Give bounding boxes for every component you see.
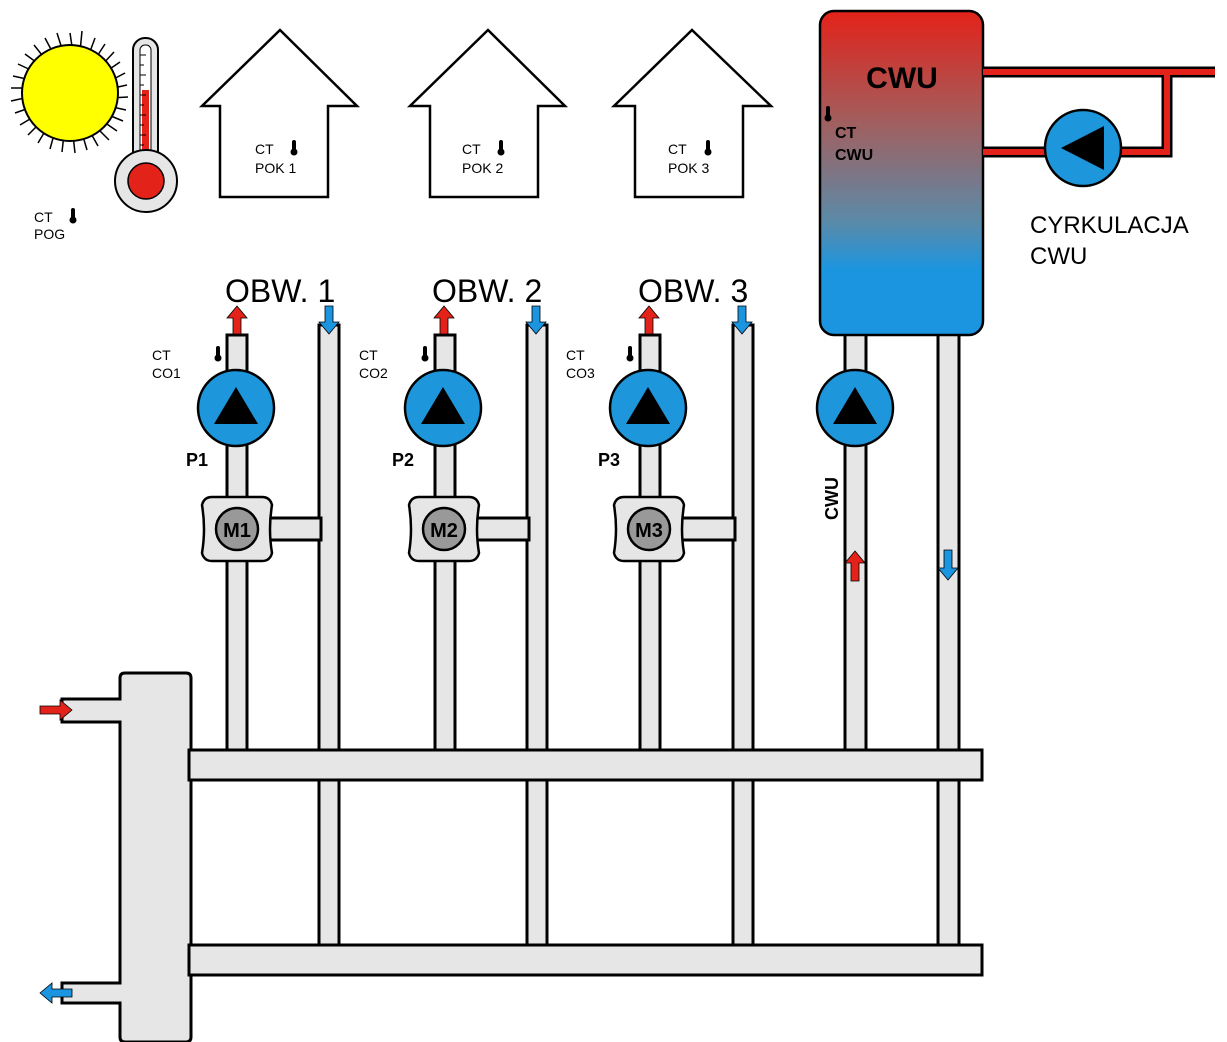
pump-p2: P2 (392, 368, 483, 470)
hydraulic-separator (60, 671, 193, 1042)
mixer-m3: M3 (612, 495, 686, 563)
svg-text:CWU: CWU (835, 147, 873, 164)
circuit-3-title: OBW. 3 (638, 273, 748, 309)
svg-text:M2: M2 (430, 520, 458, 542)
return-arrow-down-icon (731, 305, 753, 335)
thermometer-icon (114, 37, 178, 213)
supply-arrow-up-icon (433, 305, 455, 335)
house-1: CT POK 1 (198, 28, 361, 199)
svg-text:POK 1: POK 1 (255, 160, 296, 176)
svg-text:CT: CT (255, 141, 274, 157)
mixer-m1: M1 (200, 495, 274, 563)
flow-arrows (39, 305, 959, 1004)
supply-header (187, 748, 984, 782)
circuit-2-title: OBW. 2 (432, 273, 542, 309)
svg-text:POK 2: POK 2 (462, 160, 503, 176)
mixer-m2: M2 (407, 495, 481, 563)
pump-p3: P3 (598, 368, 688, 470)
sensor-icon (421, 346, 429, 362)
house-2: CT POK 2 (406, 28, 569, 199)
tank-title: CWU (866, 62, 938, 95)
outdoor-sensor-label: CT POG (34, 208, 77, 242)
circulation-loop: CYRKULACJA CWU (983, 66, 1215, 270)
inlet-arrow-right-icon (39, 699, 73, 721)
svg-text:CT: CT (835, 125, 857, 142)
dhw-tank: CWU CT CWU (818, 9, 985, 337)
svg-text:M1: M1 (223, 520, 251, 542)
svg-text:CYRKULACJA: CYRKULACJA (1030, 212, 1189, 239)
svg-text:CO1: CO1 (152, 365, 181, 381)
mixer-icon (626, 506, 672, 552)
svg-text:CT: CT (34, 209, 53, 225)
return-arrow-down-icon (937, 549, 959, 581)
svg-text:M3: M3 (635, 520, 663, 542)
svg-text:CT: CT (359, 347, 378, 363)
circuit-1-title: OBW. 1 (225, 273, 335, 309)
supply-arrow-up-icon (844, 550, 866, 582)
circuit-1-sensor: CT CO1 (152, 346, 222, 381)
supply-arrow-up-icon (638, 305, 660, 335)
svg-text:CT: CT (668, 141, 687, 157)
svg-text:P1: P1 (186, 450, 208, 470)
svg-text:CWU: CWU (822, 477, 842, 520)
circuit-3-sensor: CT CO3 (566, 346, 634, 381)
sensor-icon (69, 208, 77, 224)
sun-icon (10, 30, 129, 154)
svg-text:P3: P3 (598, 450, 620, 470)
pump-dhw: CWU (815, 368, 895, 520)
svg-text:P2: P2 (392, 450, 414, 470)
svg-text:POK 3: POK 3 (668, 160, 709, 176)
circuit-2-sensor: CT CO2 (359, 346, 429, 381)
svg-text:CO2: CO2 (359, 365, 388, 381)
house-3: CT POK 3 (610, 28, 775, 199)
mixer-icon (214, 506, 260, 552)
svg-text:CWU: CWU (1030, 243, 1087, 270)
svg-text:CO3: CO3 (566, 365, 595, 381)
svg-text:CT: CT (152, 347, 171, 363)
sensor-icon (626, 346, 634, 362)
sensor-icon (214, 346, 222, 362)
svg-text:POG: POG (34, 226, 65, 242)
return-arrow-down-icon (318, 305, 340, 335)
supply-arrow-up-icon (226, 305, 248, 335)
return-header (187, 943, 984, 977)
return-arrow-down-icon (525, 305, 547, 335)
mixer-icon (421, 506, 467, 552)
svg-text:CT: CT (566, 347, 585, 363)
svg-text:CT: CT (462, 141, 481, 157)
outlet-arrow-left-icon (39, 982, 73, 1004)
pump-p1: P1 (186, 368, 276, 470)
